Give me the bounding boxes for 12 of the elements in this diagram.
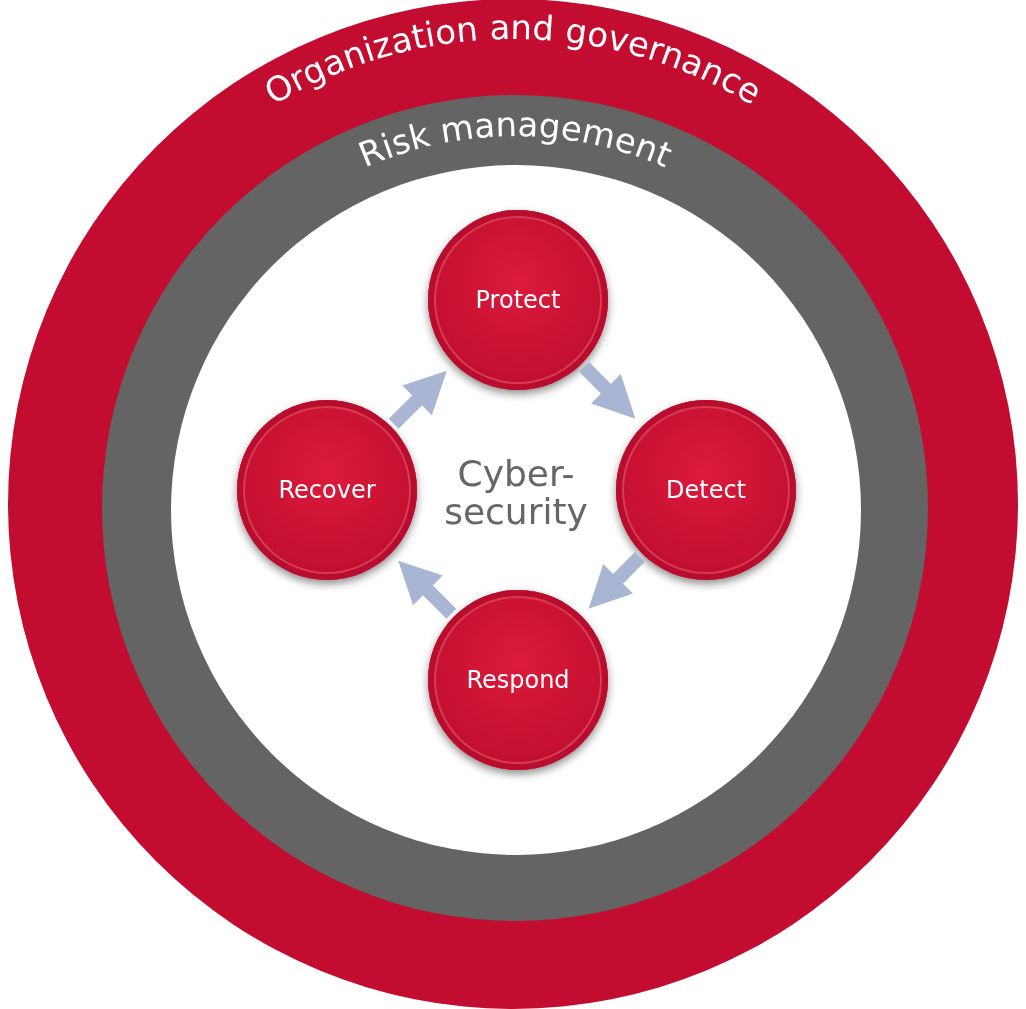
arrow — [579, 361, 636, 419]
ring-label: Risk management — [352, 104, 678, 176]
step-circle — [428, 210, 608, 390]
arrow — [398, 560, 457, 619]
arrow — [388, 370, 447, 429]
step-label: Recover — [278, 476, 376, 504]
center-label: Cyber- security — [443, 455, 589, 531]
step-label: Respond — [466, 666, 570, 694]
step-label: Detect — [666, 476, 746, 504]
arrow — [588, 551, 645, 609]
step-circle — [428, 590, 608, 770]
step-label: Protect — [475, 286, 561, 314]
